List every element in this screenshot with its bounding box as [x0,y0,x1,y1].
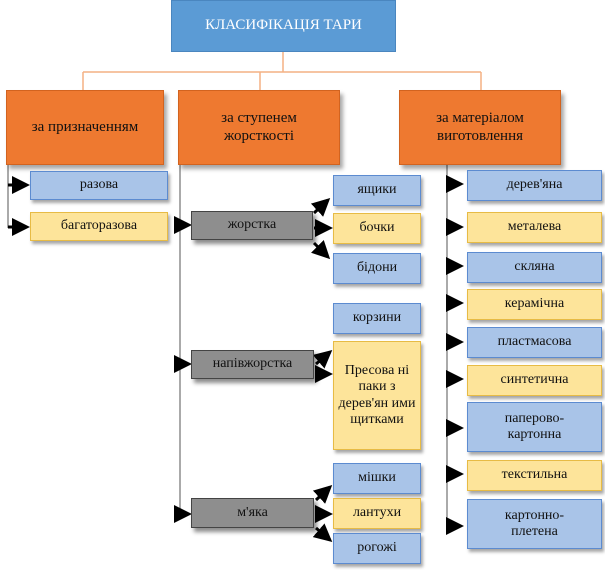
material-item: текстильна [467,460,602,491]
rigidity-item: корзини [333,303,421,334]
rigidity-item: ящики [333,175,421,206]
material-item: керамічна [467,289,602,320]
category-rigidity: за ступенем жорсткості [178,90,340,165]
rigidity-item: бідони [333,253,421,284]
rigidity-item: лантухи [333,498,421,529]
purpose-item: разова [30,171,168,200]
material-item: паперово-картонна [467,402,602,452]
material-item: дерев'яна [467,170,602,201]
branch-arrows [8,175,464,542]
category-material: за матеріалом виготовлення [399,90,561,165]
diagram-title: КЛАСИФІКАЦІЯ ТАРИ [171,0,396,52]
purpose-item: багаторазова [30,212,168,241]
material-item: металева [467,212,602,243]
tree-connectors [82,52,482,92]
rigidity-group-semirigid: напівжорстка [191,350,314,379]
rigidity-item: мішки [333,463,421,494]
rigidity-item: рогожі [333,533,421,564]
material-item: пластмасова [467,327,602,358]
category-purpose: за призначенням [6,90,164,165]
rigidity-item: бочки [333,213,421,244]
material-item: картонно-плетена [467,499,602,549]
material-item: скляна [467,252,602,283]
rigidity-group-rigid: жорстка [191,211,313,240]
rigidity-group-soft: м'яка [191,498,314,528]
material-item: синтетична [467,365,602,396]
rigidity-item: Пресова ні паки з дерев'ян ими щитками [333,341,421,450]
